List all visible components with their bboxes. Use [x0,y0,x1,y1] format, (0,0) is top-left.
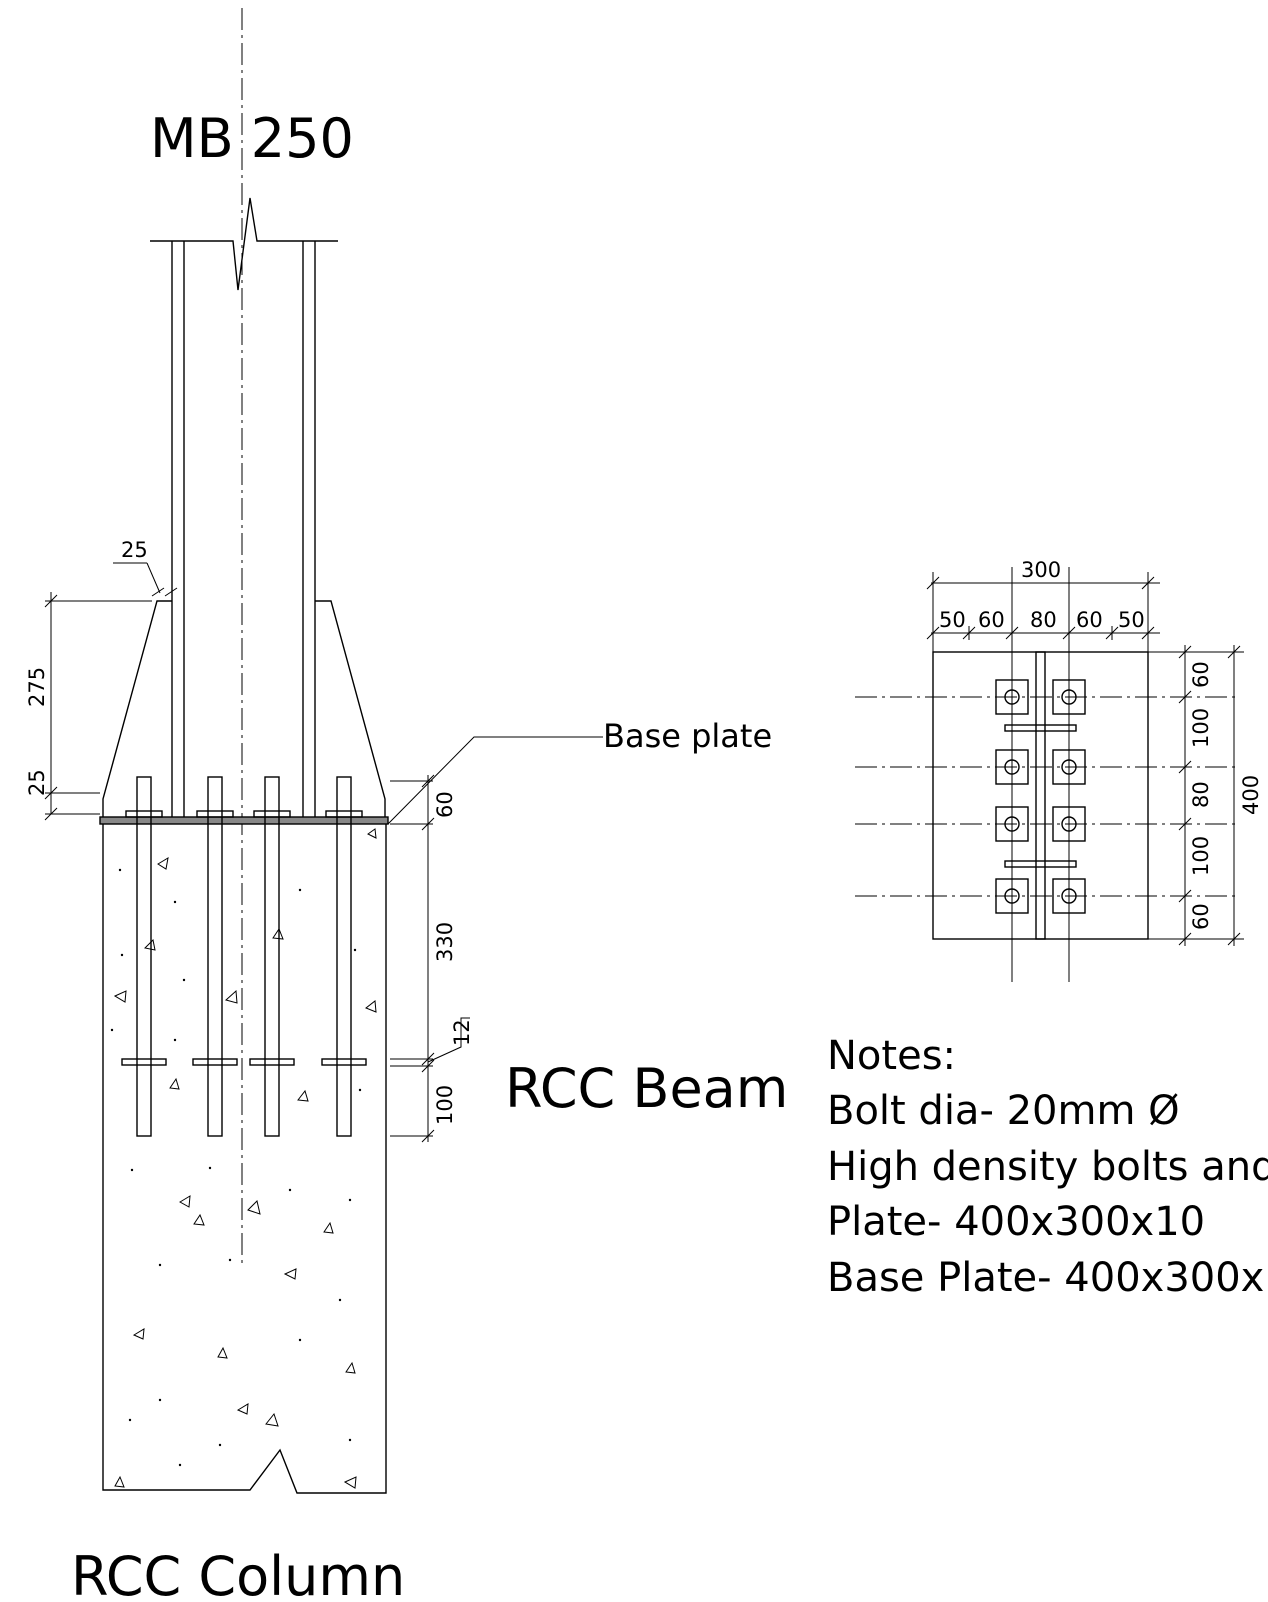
plan-dim-x1: 50 [939,608,966,632]
notes-heading: Notes: [827,1033,956,1079]
dim-label-gusset-height: 275 [25,667,49,707]
notes-block: Notes: Bolt dia- 20mm Ø High density bol… [827,1033,1268,1301]
plan-dim-overall-height: 400 [1239,775,1263,815]
plan-dim-y5: 60 [1189,903,1213,930]
plan-view: 300 50 60 80 60 50 60 100 80 100 60 400 [855,558,1263,982]
dim-label-bolt-tail: 100 [433,1085,457,1125]
base-plate [99,816,389,825]
anchor-washers [121,1058,367,1066]
note-line-1: Bolt dia- 20mm Ø [827,1088,1180,1134]
dim-embed-chain [390,774,470,1143]
plan-dim-x5: 50 [1118,608,1145,632]
plan-dim-y3: 80 [1189,781,1213,808]
plan-horizontal-dims [926,572,1160,652]
section-label: MB 250 [150,107,354,170]
top-nuts [125,810,363,818]
dim-gusset-height [44,592,152,821]
anchor-bolts [136,776,352,1137]
plan-dim-y1: 60 [1189,661,1213,688]
note-line-4: Base Plate- 400x300x1 [827,1255,1268,1301]
rcc-beam-label: RCC Beam [505,1057,788,1120]
steel-section-flanges [171,241,316,819]
plan-dim-y2: 100 [1189,708,1213,748]
dim-label-gusset-top: 25 [121,538,148,562]
note-line-3: Plate- 400x300x10 [827,1199,1205,1245]
plan-steel-section [1004,651,1077,940]
concrete-hatch [110,828,377,1489]
note-line-2: High density bolts and [827,1144,1268,1190]
dim-label-anchor-plate: 12 [450,1019,474,1046]
dim-label-plate-to-nut: 60 [433,791,457,818]
dim-gusset-top [113,562,178,597]
rcc-column-outline [102,824,387,1494]
elevation-view: 25 275 25 Base plate [25,8,788,1602]
base-plate-label: Base plate [603,717,772,755]
plan-dim-x2: 60 [978,608,1005,632]
plan-dim-y4: 100 [1189,836,1213,876]
plan-dim-x4: 60 [1076,608,1103,632]
plan-vertical-dims [1148,645,1244,946]
base-plate-leader [387,736,603,825]
rcc-column-label: RCC Column [71,1545,405,1602]
plan-bolts [995,679,1086,914]
dim-label-embed: 330 [433,922,457,962]
plan-dim-overall-width: 300 [1021,558,1061,582]
plan-bolt-row-centerlines [855,696,1240,897]
stiffener-gussets [102,600,386,819]
plan-dim-x3: 80 [1030,608,1057,632]
dim-label-gusset-edge: 25 [25,769,49,796]
section-break-line [150,197,338,291]
